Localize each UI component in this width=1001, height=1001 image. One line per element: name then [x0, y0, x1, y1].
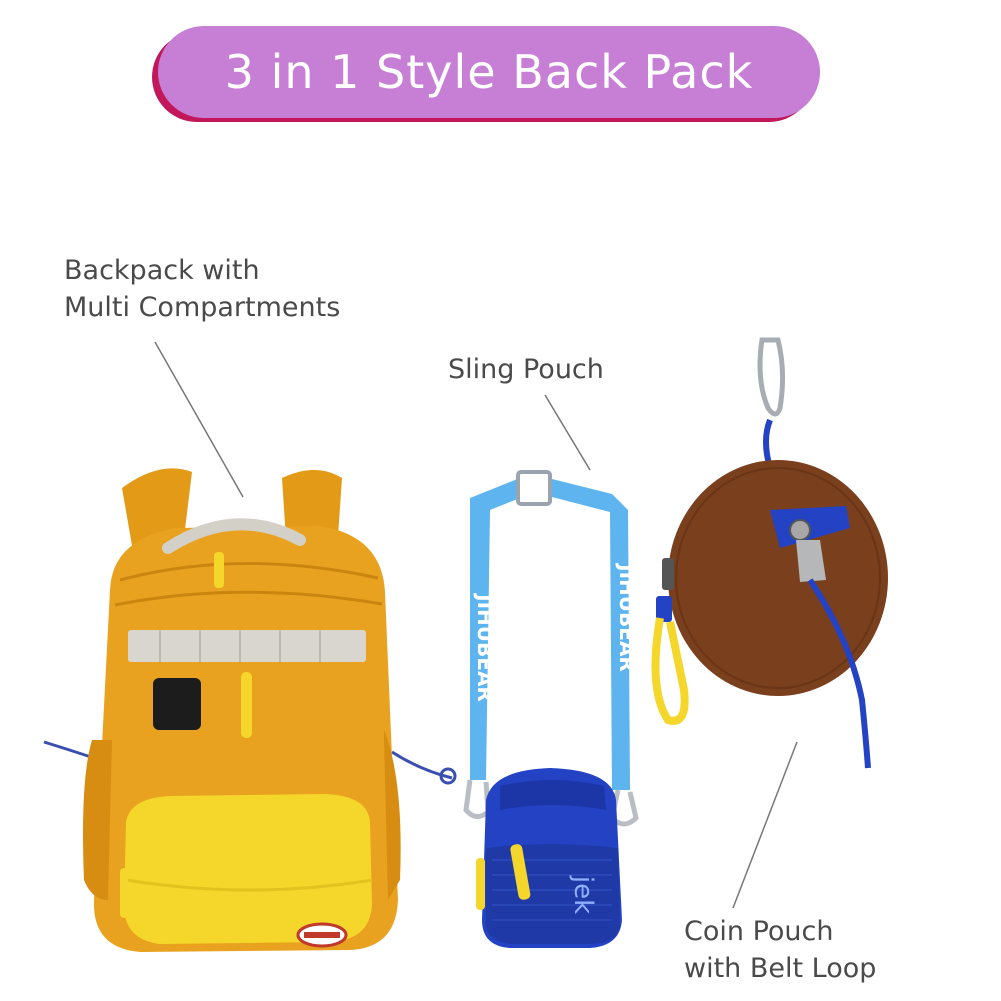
coin-label: Coin Pouch with Belt Loop	[684, 913, 876, 987]
sling-leader-line	[544, 394, 591, 471]
strap-text-left: JIHUBEAR	[473, 592, 497, 702]
coin-label-line-2: with Belt Loop	[684, 953, 877, 984]
coin-leader-line	[732, 741, 798, 909]
page-title: 3 in 1 Style Back Pack	[158, 26, 820, 118]
sling-label: Sling Pouch	[448, 354, 604, 385]
backpack-label: Backpack with Multi Compartments	[64, 252, 340, 326]
backpack-leader-line	[154, 341, 244, 498]
coin-label-line-1: Coin Pouch	[684, 916, 834, 947]
sling-pouch-image: JIHUBEAR JIHUBEAR jek	[463, 470, 639, 948]
strap-text-right: JIHUBEAR	[615, 562, 639, 672]
pouch-print-text: jek	[568, 875, 598, 914]
backpack-image	[43, 468, 457, 952]
coin-pouch-image	[651, 337, 888, 769]
backpack-label-line-1: Backpack with	[64, 255, 260, 286]
backpack-label-line-2: Multi Compartments	[64, 292, 341, 323]
